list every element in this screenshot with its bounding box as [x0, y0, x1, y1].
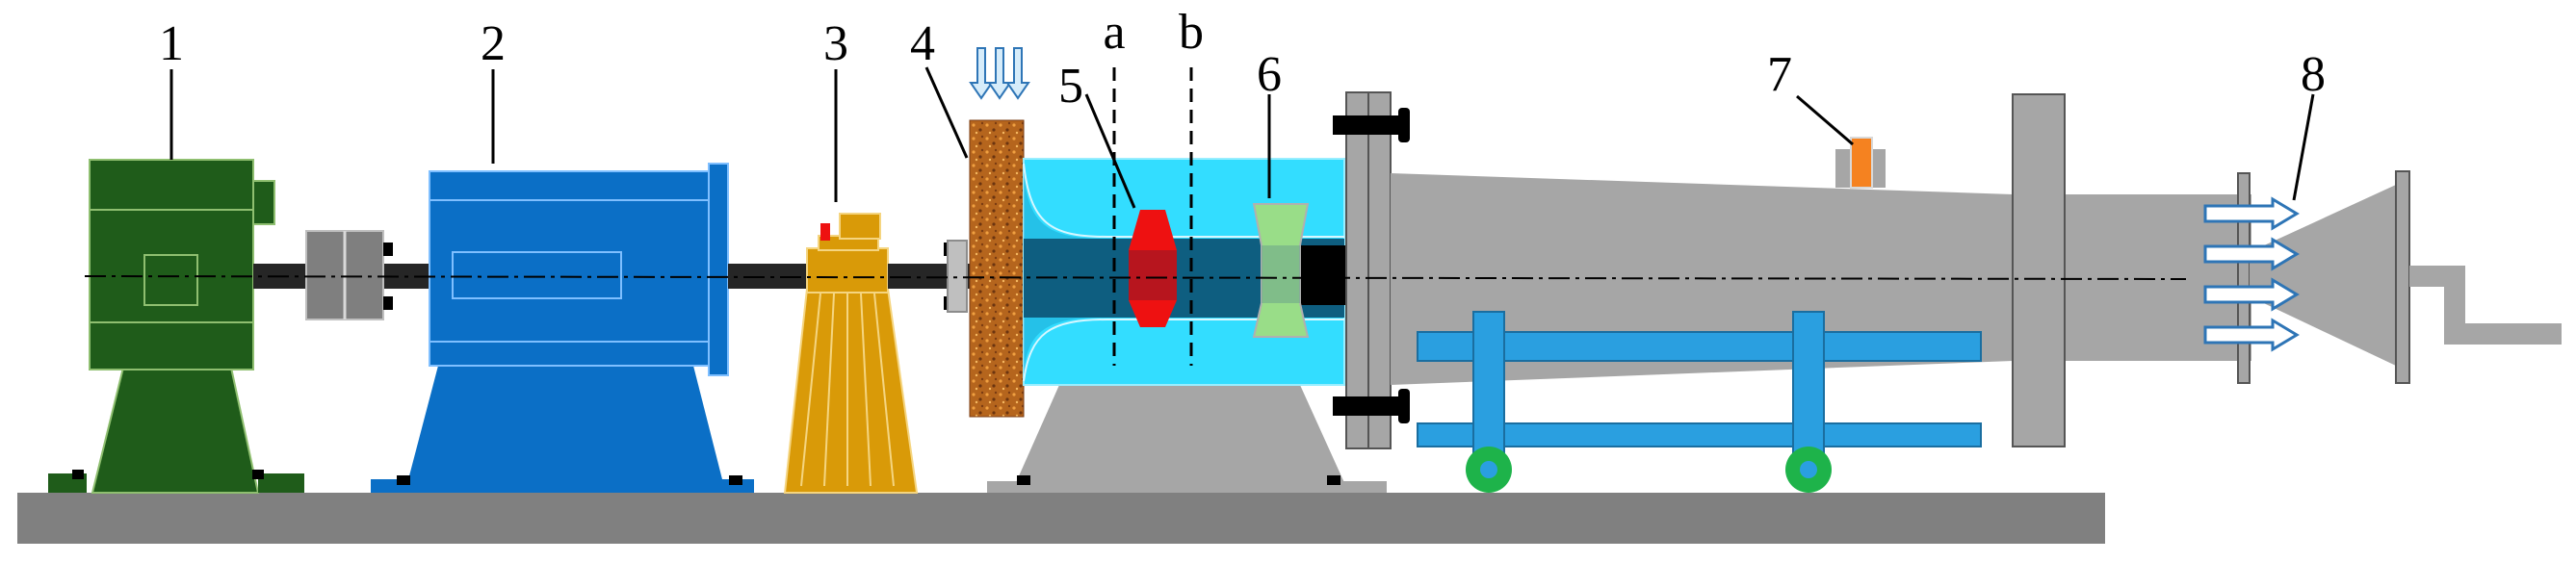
throttle-8	[2237, 170, 2562, 384]
outlet-flow-arrows	[2203, 196, 2300, 352]
motor-2	[371, 163, 754, 493]
label-7: 7	[1767, 47, 1792, 102]
motor-1	[48, 159, 304, 494]
torque-meter-3-top	[839, 213, 881, 240]
inlet-screen-4	[969, 119, 1025, 418]
label-1: 1	[159, 16, 184, 71]
motor-2-body	[429, 170, 710, 367]
outlet-flange	[1333, 91, 1410, 449]
cart-rail-bottom	[1417, 422, 1982, 447]
torque-meter-3-base	[783, 288, 919, 494]
motor-2-stand	[406, 366, 724, 487]
centerline	[84, 275, 2187, 280]
cart-rail-top	[1417, 331, 1982, 362]
inlet-flow-arrows	[969, 47, 1030, 100]
cart-post-left	[1472, 311, 1505, 455]
leader-lines	[169, 66, 2315, 209]
coupling-1	[305, 230, 393, 320]
label-b: b	[1179, 5, 1204, 60]
label-2: 2	[481, 16, 506, 71]
ground-base	[17, 493, 2105, 544]
motor-1-body	[89, 159, 254, 370]
torque-meter-3-body	[806, 247, 889, 294]
throttle-8-cone	[2250, 185, 2396, 366]
motor-2-flange	[708, 163, 729, 376]
sensor-7	[1850, 137, 1873, 189]
label-3: 3	[823, 16, 848, 71]
fan-pedestal	[1014, 385, 1346, 487]
motor-1-stand	[91, 367, 260, 494]
throttle-8-rod	[2409, 266, 2562, 345]
label-8: 8	[2301, 47, 2326, 102]
label-6: 6	[1257, 47, 1282, 102]
motor-1-window	[143, 254, 198, 306]
label-5: 5	[1058, 59, 1083, 114]
label-a: a	[1103, 5, 1125, 60]
torque-meter-3	[783, 213, 919, 494]
rear-hub	[1300, 245, 1346, 305]
motor-1-terminal-box	[252, 180, 275, 225]
cart-post-right	[1792, 311, 1825, 455]
torque-meter-3-indicator	[820, 223, 830, 241]
duct-flange	[2012, 93, 2066, 447]
label-4: 4	[910, 16, 935, 71]
support-cart	[1417, 311, 1982, 493]
motor-2-window	[452, 251, 622, 299]
throttle-8-rear-plate	[2395, 170, 2410, 384]
